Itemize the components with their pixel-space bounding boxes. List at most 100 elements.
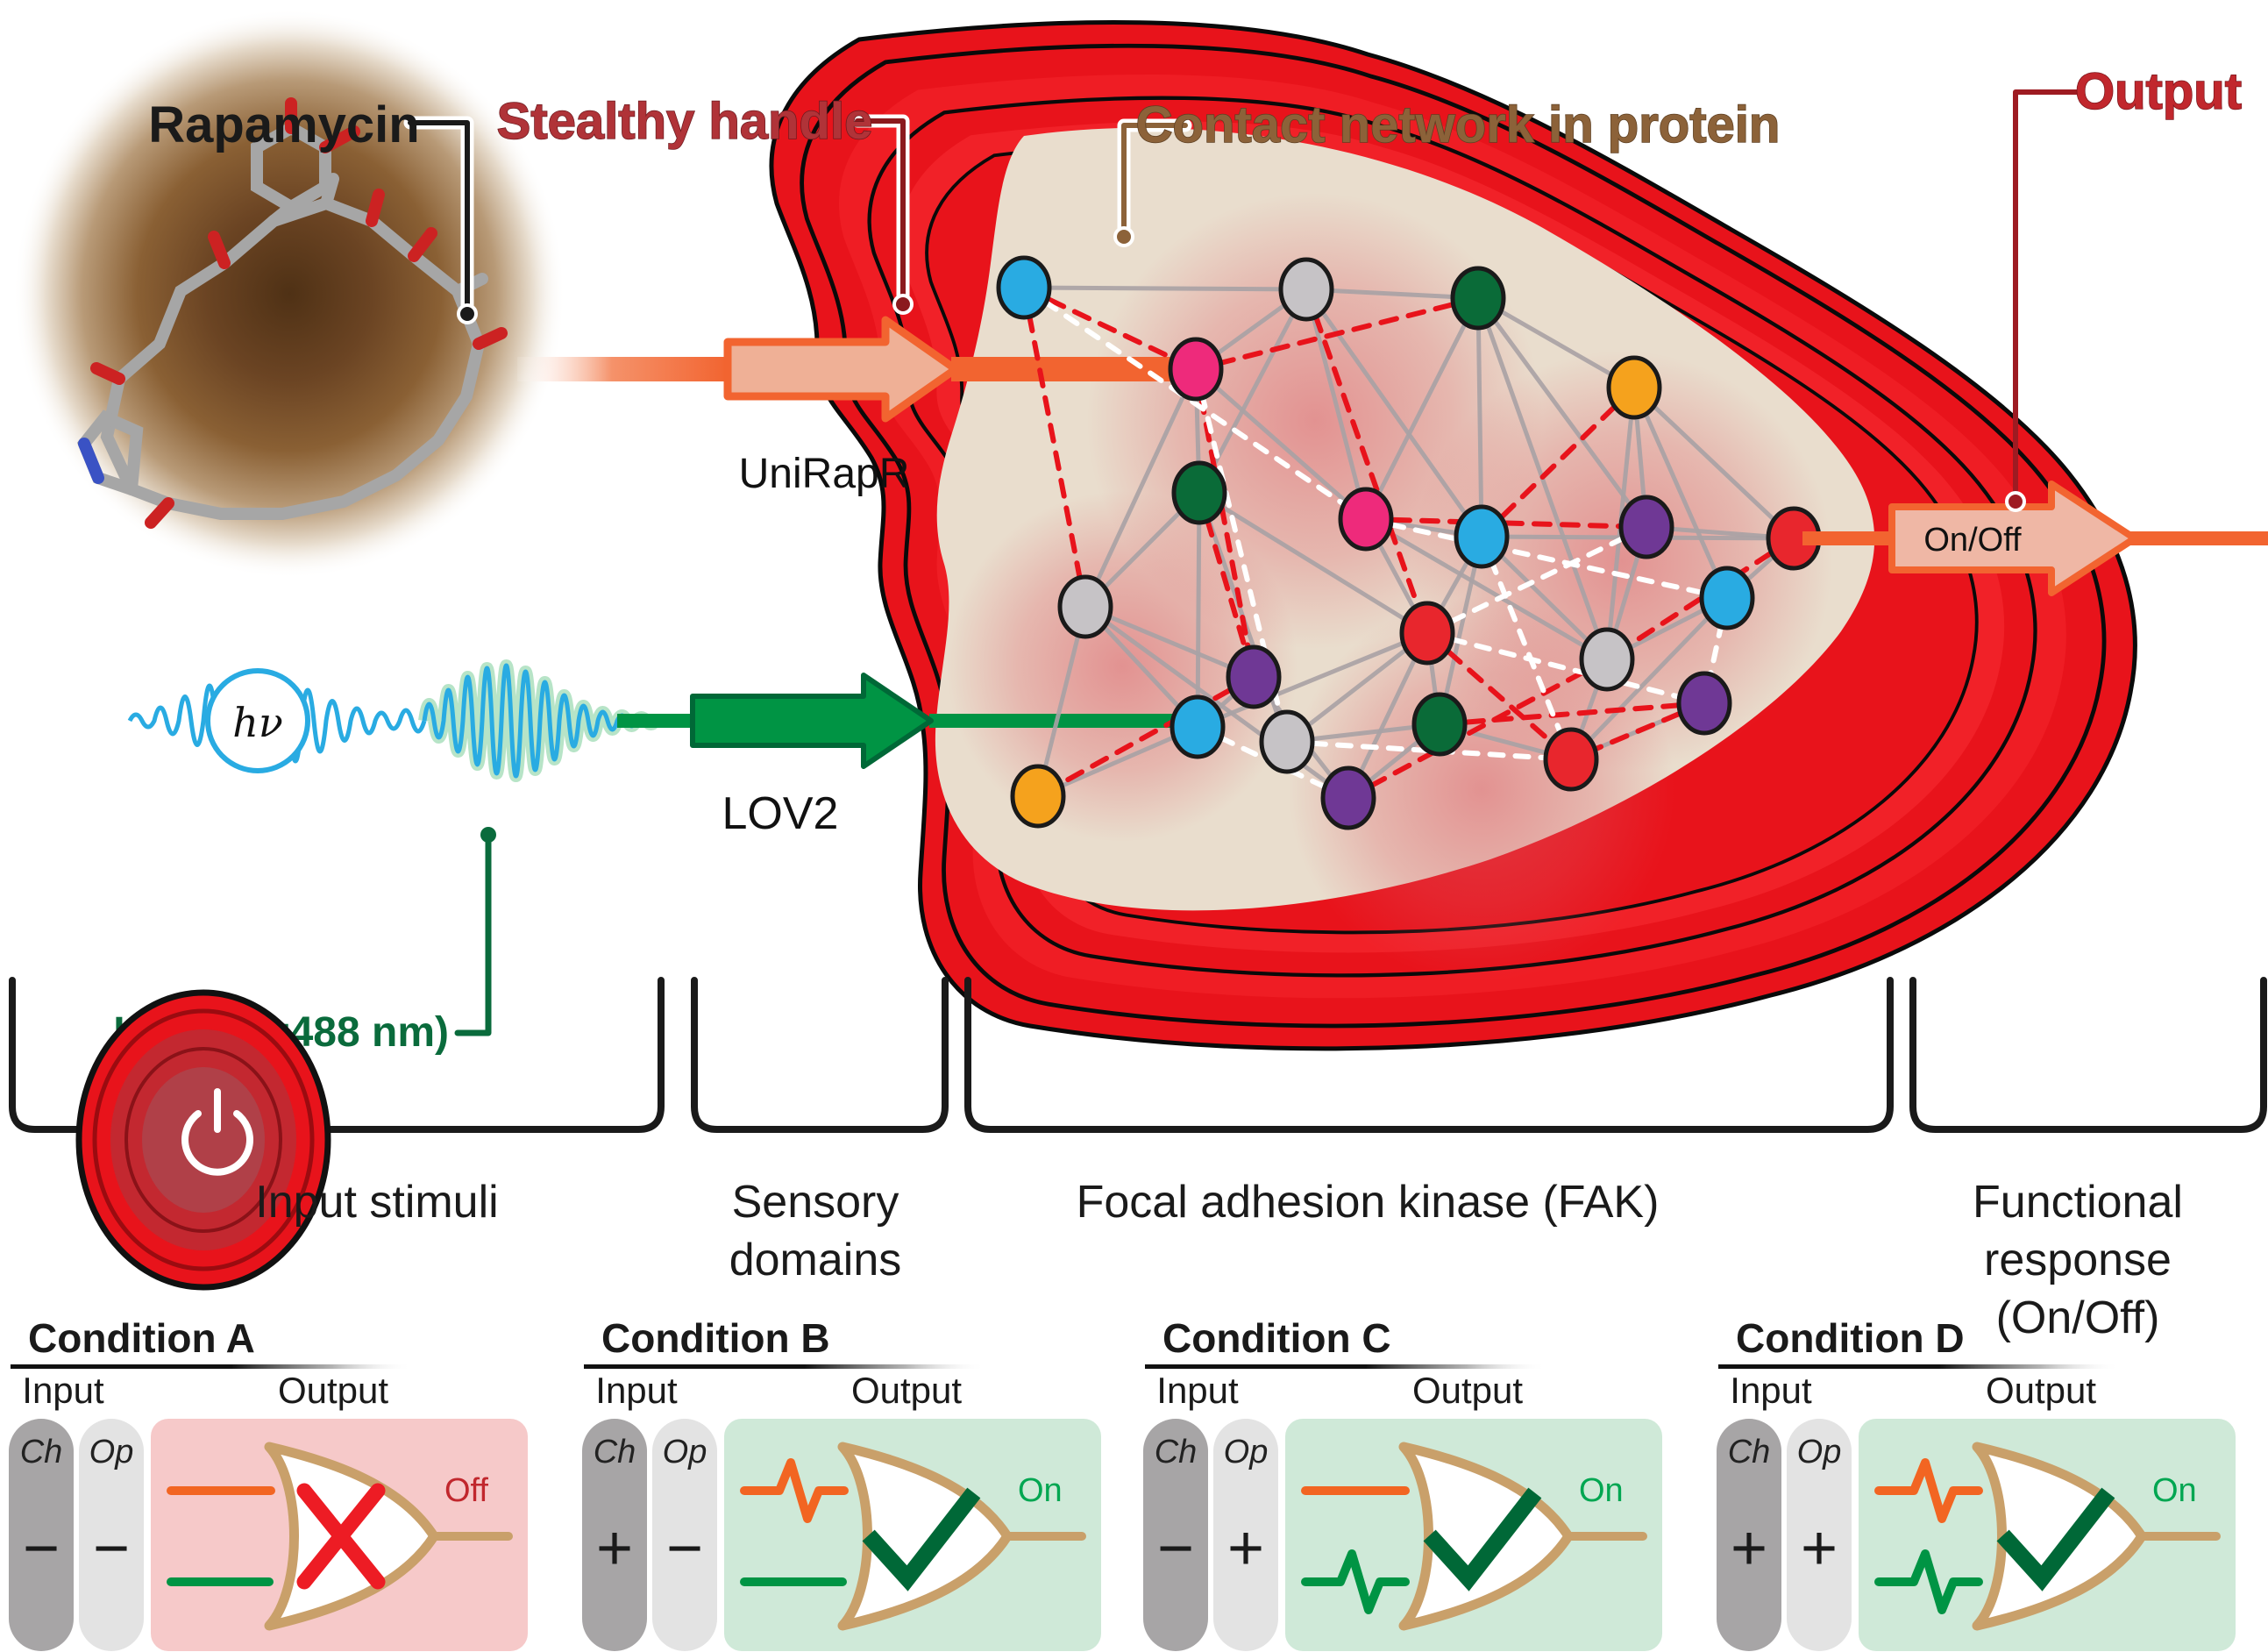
condition-title-rule bbox=[1145, 1364, 1546, 1369]
contact-network-callout bbox=[1113, 118, 1192, 247]
condition-title-rule bbox=[11, 1364, 412, 1369]
rapamycin-halo bbox=[13, 9, 565, 579]
network-node-purple bbox=[1320, 765, 1376, 830]
result-label: Off bbox=[444, 1472, 488, 1509]
network-node-gray bbox=[1278, 257, 1334, 322]
section-brackets bbox=[9, 977, 2267, 1133]
network-edge bbox=[1363, 516, 1730, 601]
logic-gate: Off bbox=[167, 1442, 513, 1631]
network-node-blue bbox=[996, 255, 1052, 320]
network-edge bbox=[1476, 296, 1636, 390]
optical-input-line bbox=[1301, 1549, 1410, 1614]
network-edge bbox=[1425, 630, 1574, 762]
op-pill bbox=[1213, 1419, 1278, 1651]
input-header: Input bbox=[595, 1370, 678, 1411]
chemical-input-line bbox=[740, 1458, 849, 1523]
optical-input-line bbox=[1874, 1549, 1983, 1614]
network-edge bbox=[1475, 296, 1649, 529]
network-node-green bbox=[1450, 266, 1506, 331]
ch-value: + bbox=[596, 1513, 633, 1584]
network-edge bbox=[1479, 385, 1637, 539]
network-edge bbox=[1305, 287, 1479, 301]
network-node-orange bbox=[1010, 764, 1066, 829]
output-label: Output bbox=[2075, 63, 2242, 120]
network-edge bbox=[1425, 630, 1707, 706]
rapamycin-molecule bbox=[76, 97, 508, 529]
bracket-input-stimuli bbox=[9, 977, 665, 1133]
network-edge bbox=[1304, 287, 1430, 636]
unirapr-label: UniRapR bbox=[739, 451, 910, 497]
op-value: − bbox=[93, 1513, 130, 1584]
ch-label: Ch bbox=[1728, 1434, 1771, 1470]
network-edge bbox=[1198, 490, 1429, 636]
network-edge bbox=[1197, 490, 1256, 680]
network-node-gray bbox=[1259, 709, 1315, 774]
wave-packet bbox=[422, 663, 658, 779]
condition-title: Condition A bbox=[28, 1315, 255, 1361]
output-header: Output bbox=[278, 1370, 388, 1411]
network-edge bbox=[1193, 367, 1256, 680]
ch-value: − bbox=[1157, 1513, 1194, 1584]
check-mark-icon bbox=[1423, 1487, 1542, 1591]
check-mark-icon bbox=[1996, 1487, 2115, 1591]
network-edge bbox=[1193, 296, 1481, 372]
input-header: Input bbox=[1156, 1370, 1239, 1411]
condition-title: Condition B bbox=[601, 1315, 830, 1361]
stealthy-handle-callout bbox=[850, 114, 914, 315]
result-label: On bbox=[1579, 1472, 1624, 1509]
op-value: + bbox=[1227, 1513, 1264, 1584]
output-callout bbox=[2005, 89, 2085, 512]
network-edge bbox=[1479, 534, 1574, 762]
photon-circle bbox=[205, 668, 310, 773]
section-label-input-stimuli: Input stimuli bbox=[255, 1177, 498, 1228]
power-button bbox=[75, 989, 331, 1291]
network-edge bbox=[1197, 630, 1428, 730]
bracket-sensory-domains bbox=[691, 977, 949, 1133]
network-edge bbox=[1194, 367, 1368, 521]
input-header: Input bbox=[22, 1370, 104, 1411]
network-node-purple bbox=[1618, 495, 1674, 559]
logic-gate: On bbox=[1301, 1442, 1647, 1631]
network-node-green bbox=[1171, 460, 1227, 525]
section-label-functional-response: response bbox=[1984, 1235, 2172, 1285]
bracket-fak bbox=[964, 977, 1894, 1133]
op-pill bbox=[79, 1419, 144, 1651]
condition-title: Condition C bbox=[1162, 1315, 1391, 1361]
op-label: Op bbox=[1224, 1434, 1269, 1470]
network-edge bbox=[1037, 724, 1198, 799]
network-edge bbox=[1363, 296, 1481, 521]
network-edge bbox=[1035, 606, 1088, 797]
network-edge bbox=[1285, 631, 1429, 744]
rapamycin-label: Rapamycin bbox=[148, 96, 419, 153]
ch-pill bbox=[1143, 1419, 1208, 1651]
output-arrow: On/Off bbox=[1802, 481, 2268, 596]
network-edge bbox=[1425, 524, 1649, 636]
network-edge bbox=[1083, 367, 1198, 609]
network-node-blue bbox=[1170, 694, 1226, 759]
condition-title-rule bbox=[584, 1364, 985, 1369]
op-label: Op bbox=[1797, 1434, 1842, 1470]
light-callout bbox=[454, 827, 496, 1036]
op-pill bbox=[652, 1419, 717, 1651]
section-label-fak: Focal adhesion kinase (FAK) bbox=[1077, 1177, 1660, 1228]
ch-value: + bbox=[1731, 1513, 1767, 1584]
op-pill bbox=[1787, 1419, 1852, 1651]
op-value: + bbox=[1801, 1513, 1838, 1584]
network-edge bbox=[1437, 536, 1484, 725]
network-node-blue bbox=[1454, 504, 1510, 569]
result-label: On bbox=[2152, 1472, 2197, 1509]
rapamycin-callout bbox=[403, 116, 478, 324]
network-edge bbox=[1084, 604, 1255, 680]
network-edge bbox=[1304, 288, 1369, 520]
condition-title: Condition D bbox=[1736, 1315, 1965, 1361]
network-node-pink bbox=[1338, 487, 1394, 552]
network-edge bbox=[1475, 297, 1484, 538]
network-edge bbox=[1021, 285, 1088, 609]
contact-network-label: Contact network in protein bbox=[1136, 96, 1781, 153]
